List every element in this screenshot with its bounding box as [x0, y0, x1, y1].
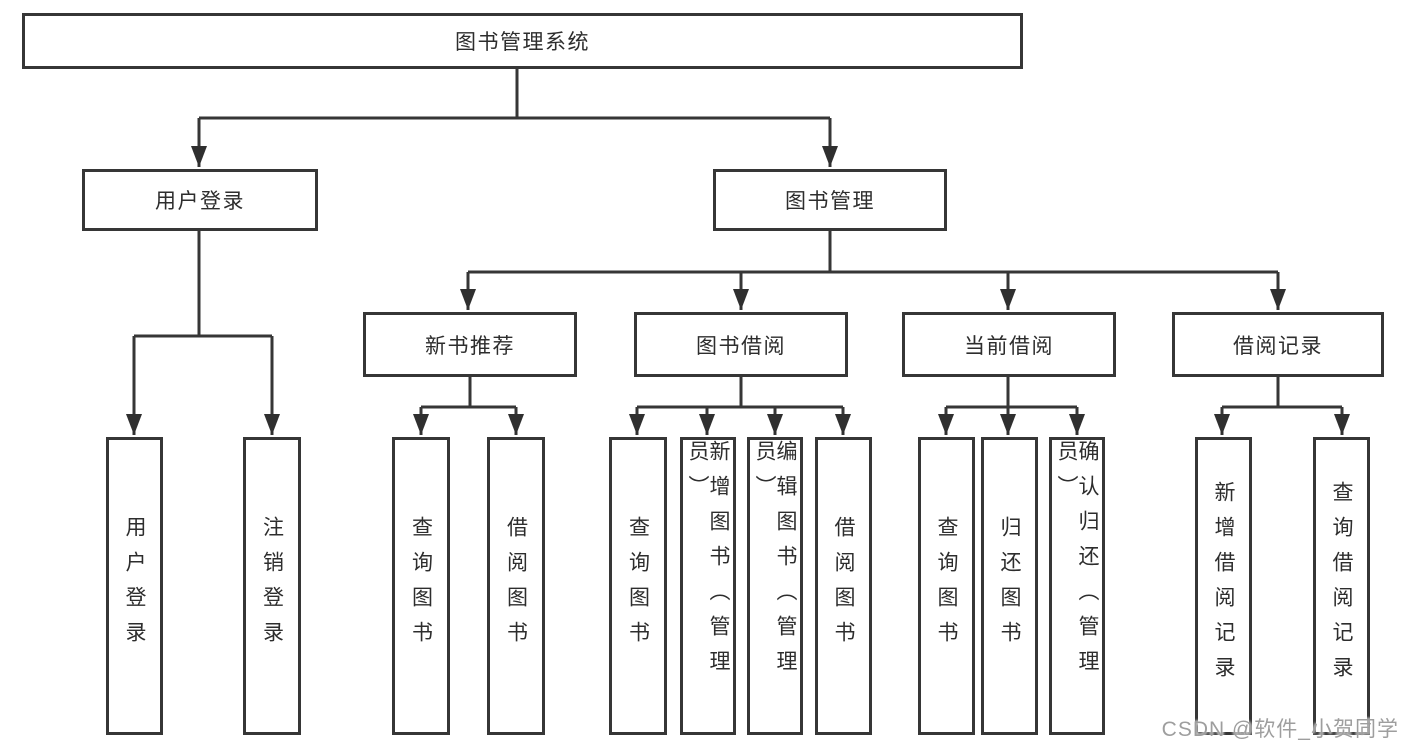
leaf-return-books-label: 归还图书	[998, 516, 1021, 656]
connector-recommendation-to-leaves	[413, 377, 524, 435]
node-borrowing-records: 借阅记录	[1172, 312, 1384, 377]
leaf-edit-books-admin: 编辑图书（管理员）	[747, 437, 803, 735]
connector-book-borrowing-to-leaves	[629, 377, 851, 435]
node-new-book-recommendation: 新书推荐	[363, 312, 577, 377]
leaf-user-login-label: 用户登录	[123, 516, 146, 656]
leaf-user-login: 用户登录	[106, 437, 163, 735]
node-user-login-label: 用户登录	[155, 190, 245, 213]
node-borrowing-records-label: 借阅记录	[1233, 334, 1323, 358]
watermark: CSDN @软件_小贺同学	[1161, 718, 1399, 741]
node-book-borrowing: 图书借阅	[634, 312, 848, 377]
leaf-add-books-admin-label: 新增图书（管理员）	[686, 440, 730, 685]
connector-root-to-level2	[191, 69, 838, 167]
node-book-borrowing-label: 图书借阅	[696, 334, 786, 358]
leaf-borrow-books-borrowing: 借阅图书	[815, 437, 872, 735]
leaf-return-books: 归还图书	[981, 437, 1038, 735]
connector-book-management-to-level3	[460, 231, 1286, 310]
node-new-book-recommendation-label: 新书推荐	[425, 334, 515, 358]
leaf-logout-label: 注销登录	[260, 516, 284, 656]
leaf-borrow-books-borrowing-label: 借阅图书	[832, 516, 855, 656]
connector-current-borrowing-to-leaves	[938, 377, 1085, 435]
leaf-query-borrow-record: 查询借阅记录	[1313, 437, 1370, 735]
node-user-login: 用户登录	[82, 169, 318, 231]
leaf-confirm-return-admin-label: 确认归还（管理员）	[1055, 440, 1099, 685]
leaf-borrow-books-recommend: 借阅图书	[487, 437, 545, 735]
node-root: 图书管理系统	[22, 13, 1023, 69]
leaf-query-books-current-label: 查询图书	[935, 516, 958, 656]
leaf-confirm-return-admin: 确认归还（管理员）	[1049, 437, 1105, 735]
connector-user-login-to-leaves	[126, 231, 280, 435]
node-current-borrowing: 当前借阅	[902, 312, 1116, 377]
node-book-management-label: 图书管理	[785, 190, 875, 213]
leaf-query-books-borrowing: 查询图书	[609, 437, 667, 735]
connector-borrowing-records-to-leaves	[1214, 377, 1350, 435]
leaf-add-books-admin: 新增图书（管理员）	[680, 437, 736, 735]
leaf-query-books-borrowing-label: 查询图书	[626, 516, 650, 656]
node-book-management: 图书管理	[713, 169, 947, 231]
leaf-query-books-recommend: 查询图书	[392, 437, 450, 735]
leaf-query-books-recommend-label: 查询图书	[409, 516, 433, 656]
leaf-borrow-books-recommend-label: 借阅图书	[504, 516, 528, 656]
leaf-add-borrow-record: 新增借阅记录	[1195, 437, 1252, 735]
leaf-edit-books-admin-label: 编辑图书（管理员）	[753, 440, 797, 685]
node-root-label: 图书管理系统	[455, 31, 590, 54]
leaf-query-books-current: 查询图书	[918, 437, 975, 735]
leaf-query-borrow-record-label: 查询借阅记录	[1330, 481, 1353, 691]
leaf-add-borrow-record-label: 新增借阅记录	[1212, 481, 1235, 691]
node-current-borrowing-label: 当前借阅	[964, 334, 1054, 358]
leaf-logout: 注销登录	[243, 437, 301, 735]
